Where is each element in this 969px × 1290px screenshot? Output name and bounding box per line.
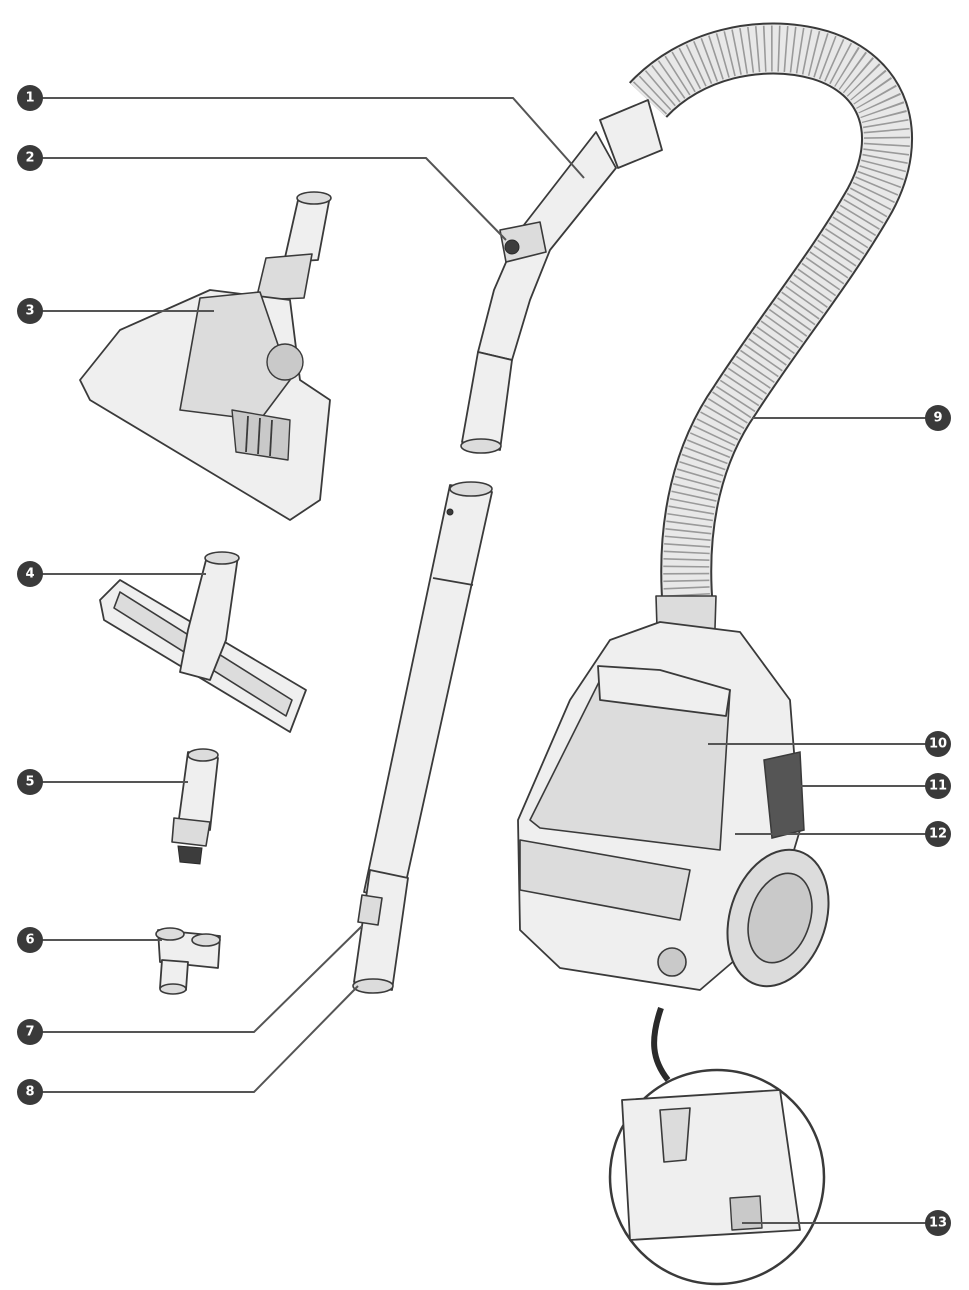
svg-text:7: 7 (25, 1025, 34, 1040)
callout-9: 9 (925, 405, 951, 431)
callout-5: 5 (17, 769, 43, 795)
dusting-brush (171, 748, 219, 865)
svg-text:1: 1 (25, 91, 34, 106)
svg-text:3: 3 (25, 304, 34, 319)
telescopic-tube (352, 481, 493, 994)
svg-text:6: 6 (25, 933, 34, 948)
vacuum-body (517, 595, 830, 991)
svg-text:11: 11 (929, 779, 947, 794)
callout-1: 1 (17, 85, 43, 111)
callout-11: 11 (925, 773, 951, 799)
svg-text:4: 4 (25, 567, 34, 582)
callout-12: 12 (925, 821, 951, 847)
callout-7: 7 (17, 1019, 43, 1045)
callout-10: 10 (925, 731, 951, 757)
svg-text:8: 8 (25, 1085, 34, 1100)
svg-text:2: 2 (25, 151, 34, 166)
hose (629, 22, 914, 613)
carpet-floor-nozzle (79, 191, 332, 521)
svg-text:13: 13 (929, 1216, 947, 1231)
callout-3: 3 (17, 298, 43, 324)
callout-2: 2 (17, 145, 43, 171)
leader-lines (36, 97, 933, 1224)
svg-text:5: 5 (25, 775, 34, 790)
svg-text:12: 12 (929, 827, 947, 842)
inset-detail (608, 1068, 826, 1286)
accessory-holder-clip (155, 927, 221, 995)
callout-6: 6 (17, 927, 43, 953)
callout-badges: 1 2 3 4 5 6 7 8 9 10 11 12 13 (17, 85, 951, 1236)
svg-text:10: 10 (929, 737, 947, 752)
callout-8: 8 (17, 1079, 43, 1105)
hard-floor-nozzle (99, 551, 307, 733)
callout-13: 13 (925, 1210, 951, 1236)
callout-4: 4 (17, 561, 43, 587)
handle-assembly (460, 99, 663, 454)
svg-text:9: 9 (933, 411, 942, 426)
